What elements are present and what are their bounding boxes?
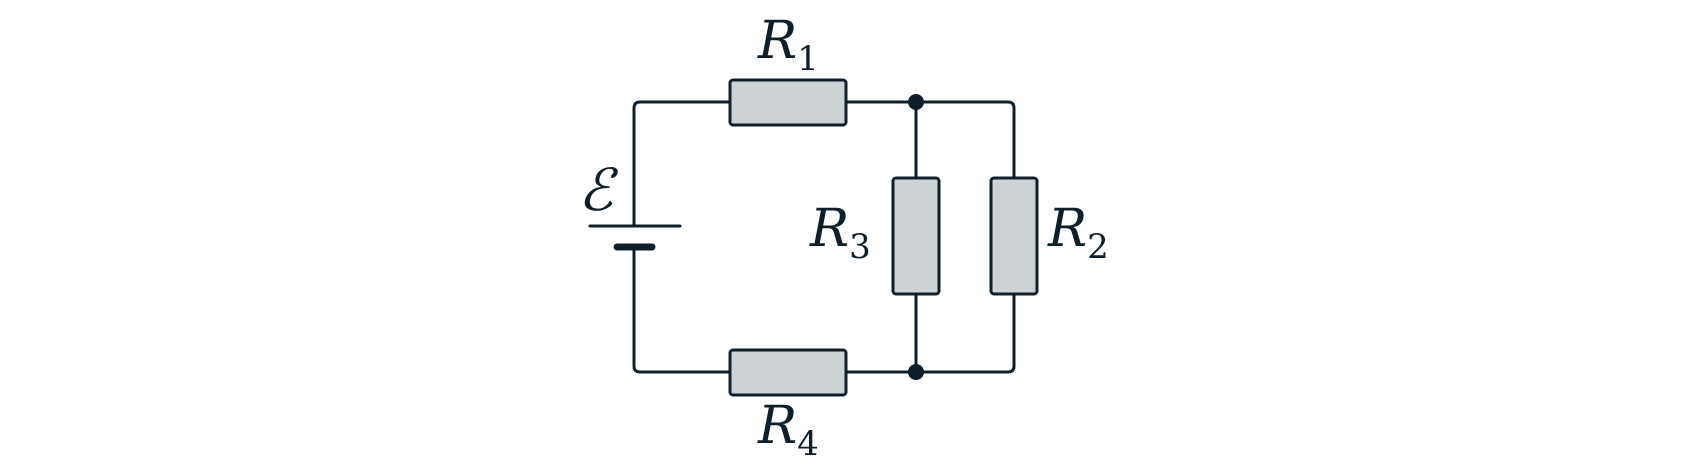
wire-r2-bottom <box>844 292 1016 374</box>
junction-top <box>908 94 924 110</box>
label-r3-base: R <box>809 199 849 259</box>
resistor-r3 <box>891 176 941 296</box>
label-r3-sub: 3 <box>849 227 871 267</box>
resistor-r4 <box>728 348 848 397</box>
wire-top-right <box>844 100 1016 180</box>
label-r1-sub: 1 <box>797 39 819 79</box>
label-r2: R2 <box>1047 199 1109 267</box>
wire-left-top <box>632 100 732 228</box>
resistor-r2 <box>989 176 1039 296</box>
wire-left-bottom <box>632 246 732 374</box>
wires <box>632 100 1016 374</box>
label-r2-sub: 2 <box>1087 227 1109 267</box>
label-emf: ℰ <box>578 156 619 224</box>
label-r1: R1 <box>757 11 819 79</box>
label-r3: R3 <box>809 199 871 267</box>
label-r4: R4 <box>757 396 819 464</box>
label-r1-base: R <box>757 11 797 71</box>
junction-bottom <box>908 364 924 380</box>
label-r4-sub: 4 <box>797 424 819 464</box>
label-r2-base: R <box>1047 199 1087 259</box>
resistor-r1 <box>728 78 848 127</box>
battery <box>588 224 682 251</box>
label-r4-base: R <box>757 396 797 456</box>
